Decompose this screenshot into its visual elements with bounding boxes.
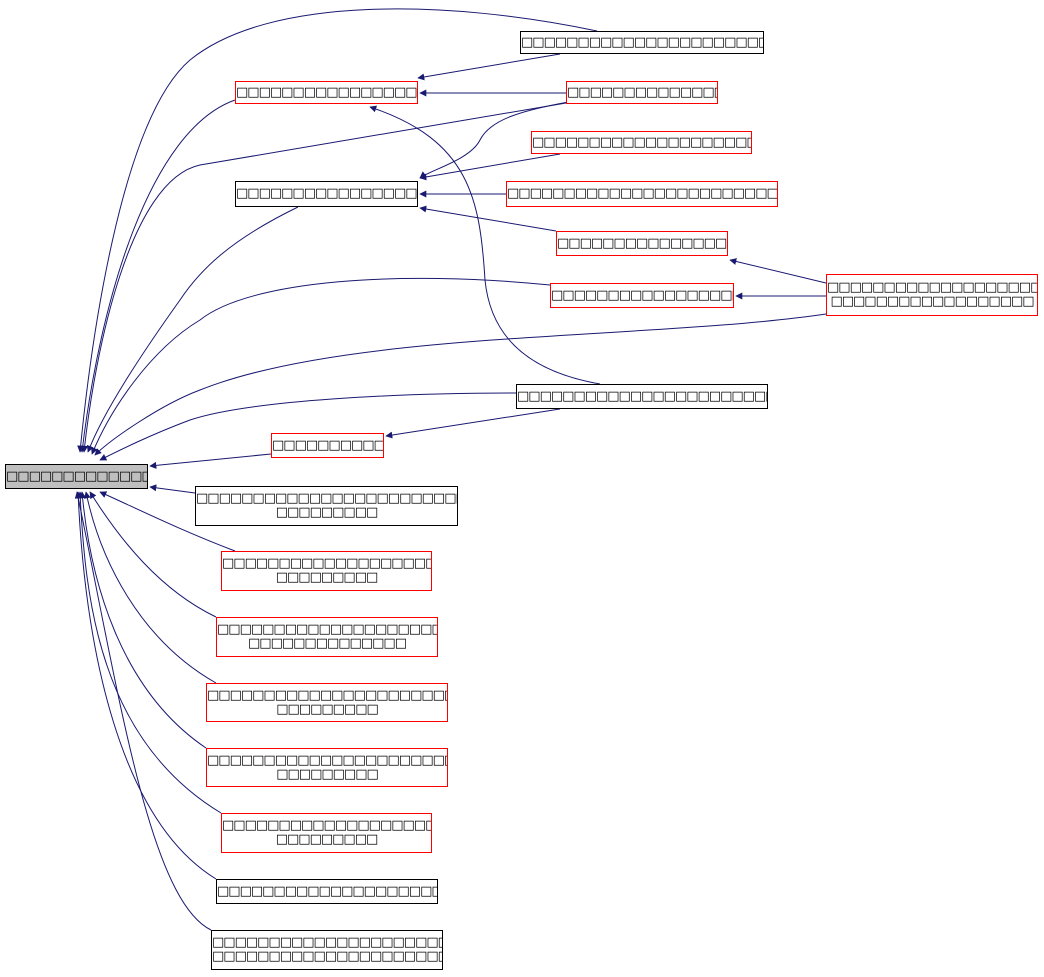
edge bbox=[86, 206, 299, 453]
edge bbox=[77, 8, 598, 453]
edge bbox=[79, 99, 236, 453]
node-label: □□□□□□□□□□□□□□□□□□□□□□□□□ bbox=[207, 687, 447, 703]
node-label: □□□□□□□□□□□□□□ bbox=[248, 636, 407, 651]
node-label: □□□□□□□□□□□□□□□□□□□□□□□□□ bbox=[521, 34, 763, 50]
graph-node-link[interactable]: □□□□□□□□□□□□□□□□□□□□□□□□□□□□□□□□□□□□ bbox=[216, 617, 438, 657]
edge bbox=[99, 491, 236, 552]
graph-node-link[interactable]: □□□□□□□□□□□□□□□□□□□□□□□□□□□□□□ bbox=[221, 813, 432, 853]
node-label: □□□□□□□□□□□□□□□□□□ bbox=[551, 287, 734, 303]
graph-node-link[interactable]: □□□□□□□□□□□□□□□ bbox=[566, 81, 718, 104]
edge bbox=[91, 277, 551, 455]
graph-node-link[interactable]: □□□□□□□□□□□□□□□□□□□□□□□□□□□□□□□□□□ bbox=[206, 748, 448, 787]
edge bbox=[149, 453, 272, 469]
graph-node-link[interactable]: □□□□□□□□□□□□□□□□□□□□□□□□□□□□ bbox=[506, 181, 778, 207]
node-label: □□□□□□□□□□□□□□□□□□□□□□□□□ bbox=[207, 752, 447, 768]
graph-node[interactable]: □□□□□□□□□□□□□□□□□□□□□□□□□□□□□□□□□□□□□□□□… bbox=[211, 930, 443, 970]
edge bbox=[419, 99, 581, 179]
node-label: □□□□□□□□□□□ bbox=[272, 437, 384, 453]
edge bbox=[419, 205, 557, 232]
edge bbox=[149, 484, 196, 494]
node-label: □□□□□□□□□ bbox=[275, 832, 379, 847]
graph-node[interactable]: □□□□□□□□□□□□□□□□□□□□□□ bbox=[216, 879, 438, 904]
edge bbox=[94, 313, 827, 456]
node-label: □□□□□□□□□ bbox=[275, 505, 379, 520]
edge bbox=[81, 102, 567, 453]
graph-node-link[interactable]: □□□□□□□□□□□□□□□□□ bbox=[556, 231, 728, 256]
edge bbox=[417, 53, 561, 81]
edge bbox=[385, 408, 561, 439]
edge bbox=[79, 491, 207, 749]
graph-node[interactable]: □□□□□□□□□□□□□□□□□□ bbox=[235, 181, 418, 207]
edge bbox=[74, 491, 212, 931]
node-label: □□□□□□□□□□□□□□□□□□□□□□ bbox=[217, 622, 437, 637]
graph-node-link[interactable]: □□□□□□□□□□□□□□□□□□ bbox=[235, 81, 418, 104]
graph-node-link[interactable]: □□□□□□□□□□□□□□□□□□□□□□□□□□□□□□□□□□ bbox=[206, 683, 448, 722]
edge bbox=[419, 153, 561, 181]
node-label: □□□□□□□□□□□□□□□□□□□□ bbox=[827, 280, 1038, 295]
node-label: □□□□□□□□□□□□□□□ bbox=[567, 84, 717, 100]
node-label: □□□□□□□□□□□□□ bbox=[6, 468, 148, 484]
graph-node-link[interactable]: □□□□□□□□□□□□□□□□□□□□□□□□□□□□□□ bbox=[221, 551, 432, 591]
node-label: □□□□□□□□□□□□□□□□□□ bbox=[830, 294, 1034, 309]
graph-node-link[interactable]: □□□□□□□□□□□□□□□□□□□□□□□□□□□□□□□□□□□□□□ bbox=[826, 274, 1038, 316]
node-label: □□□□□□□□□□□□□□□□□□□□□□□□□□ bbox=[517, 388, 767, 404]
edge bbox=[89, 491, 217, 618]
node-label: □□□□□□□□□□□□□□□□□□□□□□□□□□□□ bbox=[507, 186, 778, 201]
edge bbox=[76, 491, 222, 814]
graph-node-link[interactable]: □□□□□□□□□□□□□□□□□□ bbox=[550, 283, 734, 308]
node-label: □□□□□□□□□□□□□□□□□□□□□□□□□□□ bbox=[196, 491, 457, 506]
node-label: □□□□□□□□□ bbox=[275, 570, 379, 585]
root-node: □□□□□□□□□□□□□ bbox=[5, 464, 148, 489]
edge bbox=[729, 258, 827, 284]
node-label: □□□□□□□□□□□□□□□□□□□□□□□□ bbox=[212, 935, 442, 950]
node-label: □□□□□□□□□□□□□□□□□□□□□□□ bbox=[212, 949, 442, 964]
graph-node[interactable]: □□□□□□□□□□□□□□□□□□□□□□□□□□□□□□□□□□□□ bbox=[195, 486, 458, 526]
node-label: □□□□□□□□□□□□□□□□□ bbox=[557, 235, 727, 251]
edge bbox=[74, 491, 217, 880]
node-label: □□□□□□□□□□□□□□□□□□ bbox=[236, 84, 417, 100]
graph-node-link[interactable]: □□□□□□□□□□□□□□□□□□□□□□ bbox=[531, 131, 752, 154]
node-label: □□□□□□□□□□□□□□□□□□□□□ bbox=[222, 818, 431, 833]
node-label: □□□□□□□□□□□□□□□□□□□□□□ bbox=[532, 134, 751, 150]
node-label: □□□□□□□□□□□□□□□□□□□□□□ bbox=[217, 883, 437, 899]
graph-node-link[interactable]: □□□□□□□□□□□ bbox=[271, 433, 384, 458]
node-label: □□□□□□□□□ bbox=[276, 766, 379, 782]
node-label: □□□□□□□□□□□□□□□□□□ bbox=[236, 186, 417, 201]
graph-node[interactable]: □□□□□□□□□□□□□□□□□□□□□□□□□ bbox=[520, 31, 764, 54]
node-label: □□□□□□□□□ bbox=[276, 701, 379, 717]
edge bbox=[83, 491, 217, 684]
node-label: □□□□□□□□□□□□□□□□□□□□□ bbox=[222, 556, 431, 571]
graph-node[interactable]: □□□□□□□□□□□□□□□□□□□□□□□□□□ bbox=[516, 384, 768, 409]
edge bbox=[99, 392, 517, 461]
